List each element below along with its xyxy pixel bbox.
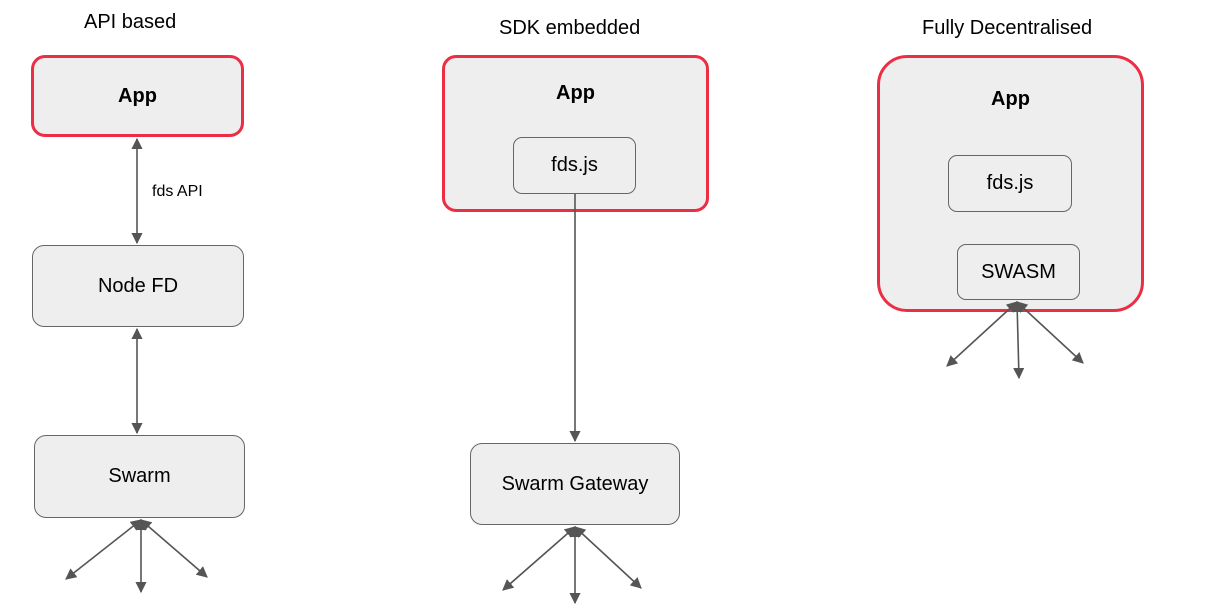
sdk-fds-js-box: fds.js	[513, 137, 636, 194]
swarm-peer-arrow-left	[65, 519, 142, 580]
sdk-app-label: App	[556, 82, 595, 104]
decentralised-fds-js-label: fds.js	[986, 172, 1034, 194]
decentralised-fds-js-box: fds.js	[948, 155, 1072, 212]
swarm-gateway-box: Swarm Gateway	[470, 443, 680, 525]
fully-decentralised-title: Fully Decentralised	[922, 17, 1093, 39]
gateway-peer-arrow-right	[574, 526, 642, 589]
api-app-label: App	[118, 84, 157, 107]
api-app-box: App	[31, 55, 244, 137]
gateway-peer-arrow-left	[502, 526, 576, 591]
node-fd-box: Node FD	[32, 245, 244, 327]
swasm-box: SWASM	[957, 244, 1080, 300]
api-based-title: API based	[84, 11, 177, 33]
swarm-label: Swarm	[108, 465, 171, 487]
fds-api-label: fds API	[152, 183, 203, 200]
sdk-fds-js-label: fds.js	[551, 154, 598, 176]
swarm-gateway-label: Swarm Gateway	[501, 472, 649, 495]
swasm-peer-arrow-right	[1016, 301, 1084, 364]
swarm-box: Swarm	[34, 435, 245, 518]
node-fd-label: Node FD	[97, 274, 179, 297]
sdk-embedded-title: SDK embedded	[499, 17, 641, 39]
decentralised-app-label: App	[991, 88, 1030, 110]
swasm-peer-arrow-left	[946, 301, 1018, 367]
swasm-peer-arrow-center	[1011, 300, 1025, 380]
swasm-label: SWASM	[981, 260, 1056, 283]
swarm-peer-arrow-right	[140, 519, 208, 578]
